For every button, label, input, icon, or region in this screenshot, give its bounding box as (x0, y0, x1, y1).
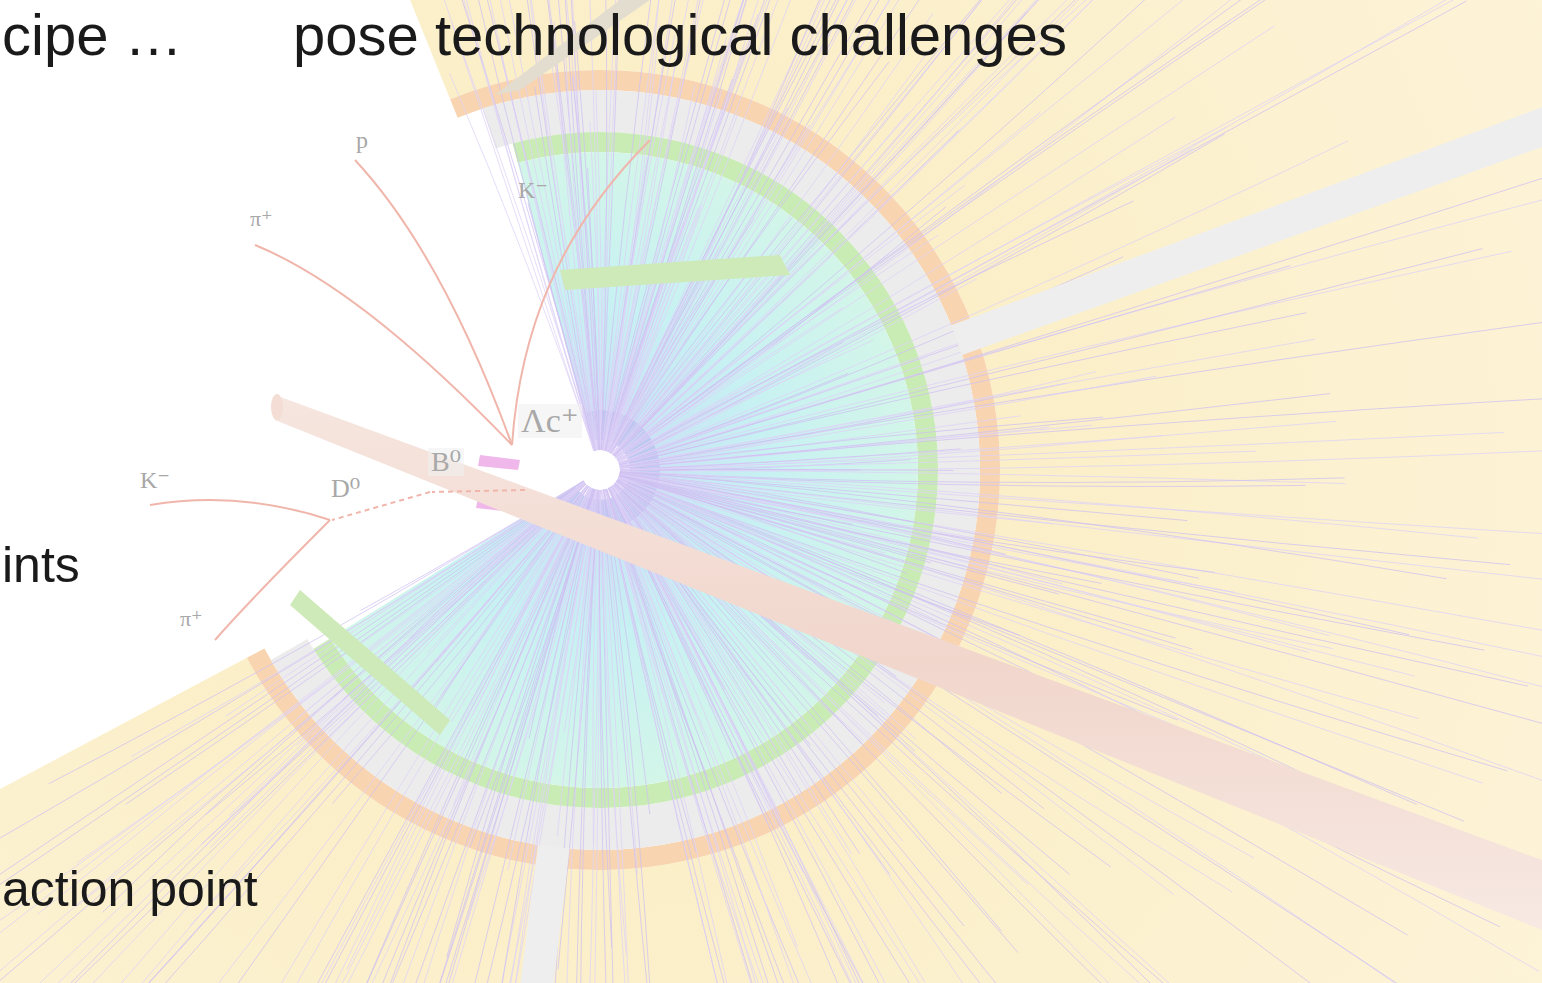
track-line (588, 168, 600, 450)
track-line (0, 484, 586, 983)
track-line (606, 0, 867, 451)
track-line (614, 484, 1418, 983)
track-line (611, 217, 792, 453)
track-line (455, 0, 594, 451)
track-line (102, 482, 584, 912)
track-line (603, 0, 765, 450)
track-line (607, 208, 698, 452)
track-line (618, 0, 1538, 461)
track-line (602, 490, 631, 983)
particle-label: K⁻ (518, 178, 548, 202)
track-line (451, 490, 597, 983)
track-line (611, 0, 1079, 453)
track-line (607, 0, 892, 451)
track-line (613, 50, 929, 455)
track-line (0, 484, 585, 983)
track-line (607, 0, 961, 451)
track-line (0, 482, 584, 976)
track-line (619, 141, 1348, 463)
track-line (611, 487, 777, 750)
track-line (608, 0, 837, 452)
track-line (617, 481, 1482, 983)
track-line (449, 73, 594, 451)
track-line (620, 436, 1162, 470)
track-line (607, 0, 841, 451)
track-line (0, 483, 585, 983)
track-line (619, 475, 1484, 650)
particle-label: π⁺ (250, 208, 273, 230)
track-line (601, 0, 633, 450)
particle-label: K⁻ (140, 468, 170, 492)
track-line (613, 13, 933, 454)
track-line (602, 0, 797, 450)
decay-tracks (150, 140, 650, 640)
track-line (205, 483, 584, 847)
frame-spoke (441, 845, 570, 983)
track-line (616, 481, 1044, 808)
track-line (549, 42, 599, 450)
track-line (620, 451, 1256, 470)
bullet-text: action point (2, 864, 258, 914)
track-line (620, 339, 1316, 466)
track-line (435, 490, 596, 983)
track-line (619, 266, 1290, 465)
track-line (617, 26, 1275, 459)
track-line (620, 394, 1330, 469)
track-line (610, 0, 997, 453)
track-line (601, 0, 607, 450)
pixel-layer (478, 455, 520, 470)
track-line (620, 376, 1156, 467)
track-line (442, 0, 596, 451)
slide-title: pose technological challenges (293, 6, 1067, 64)
track-line (620, 472, 1542, 587)
beam-pipe-end (271, 394, 283, 420)
track-line (614, 0, 1169, 456)
track-line (0, 483, 585, 983)
track-line (610, 0, 975, 453)
track-line (599, 490, 612, 948)
track-line (620, 473, 1409, 635)
tracker-plate (560, 255, 790, 290)
track-line (617, 127, 1226, 460)
track-line (359, 0, 596, 450)
particle-label: D⁰ (331, 476, 360, 502)
track-line (620, 473, 1330, 636)
track-line (49, 481, 584, 784)
beam-pipe (275, 395, 1542, 930)
track-line (605, 0, 899, 451)
track-line (503, 61, 596, 450)
track-line (614, 0, 1212, 456)
track-line (463, 489, 595, 983)
track-line (615, 0, 1228, 457)
track-line (619, 477, 1483, 783)
track-line (613, 485, 1362, 983)
particle-label: π⁺ (180, 608, 203, 630)
track-line (620, 444, 1542, 471)
track-line (447, 489, 593, 957)
track-line (620, 473, 1006, 554)
track-line (618, 148, 1193, 461)
bullet-text: ints (2, 540, 80, 590)
track-line (131, 482, 583, 757)
particle-label: B⁰ (428, 448, 464, 476)
track-line (617, 480, 1437, 983)
track-line (619, 249, 1482, 466)
track-line (77, 483, 586, 863)
track-line (202, 484, 586, 844)
slide-title: cipe … (2, 6, 183, 64)
track-line (602, 0, 724, 450)
track-line (333, 487, 589, 804)
frame-spoke (951, 59, 1542, 355)
track-line (76, 484, 585, 907)
track-line (620, 417, 1103, 467)
particle-label: Λc⁺ (518, 404, 582, 438)
tracker-plate (290, 590, 450, 735)
particle-label: p (356, 128, 368, 152)
track-line (611, 0, 1069, 454)
track-line (604, 0, 795, 451)
